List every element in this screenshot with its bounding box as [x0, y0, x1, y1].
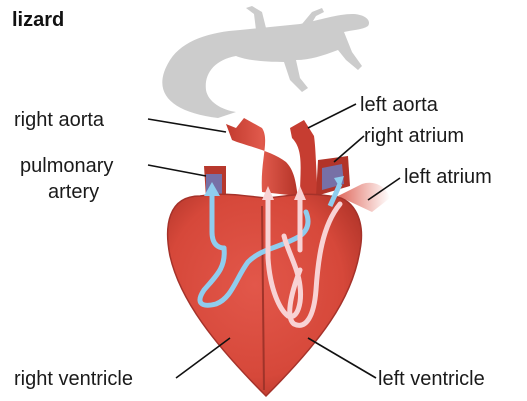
right-aorta-vessel — [226, 118, 298, 196]
label-pulmonary-artery-line1: pulmonary — [20, 155, 113, 177]
label-right-aorta: right aorta — [14, 109, 105, 131]
leader-right-ventricle — [176, 338, 230, 378]
leader-left-aorta — [308, 104, 356, 128]
label-right-atrium: right atrium — [364, 125, 464, 147]
leader-left-ventricle — [308, 338, 376, 378]
leader-right-atrium — [334, 136, 364, 162]
label-pulmonary-artery-line2: artery — [48, 181, 99, 203]
diagram-title: lizard — [12, 9, 64, 31]
leader-right-aorta — [148, 119, 226, 132]
label-left-atrium: left atrium — [404, 166, 492, 188]
label-right-ventricle: right ventricle — [14, 368, 133, 390]
label-left-aorta: left aorta — [360, 94, 439, 116]
label-left-ventricle: left ventricle — [378, 368, 485, 390]
lizard-silhouette — [162, 6, 369, 118]
leader-pulmonary-artery — [148, 165, 206, 176]
